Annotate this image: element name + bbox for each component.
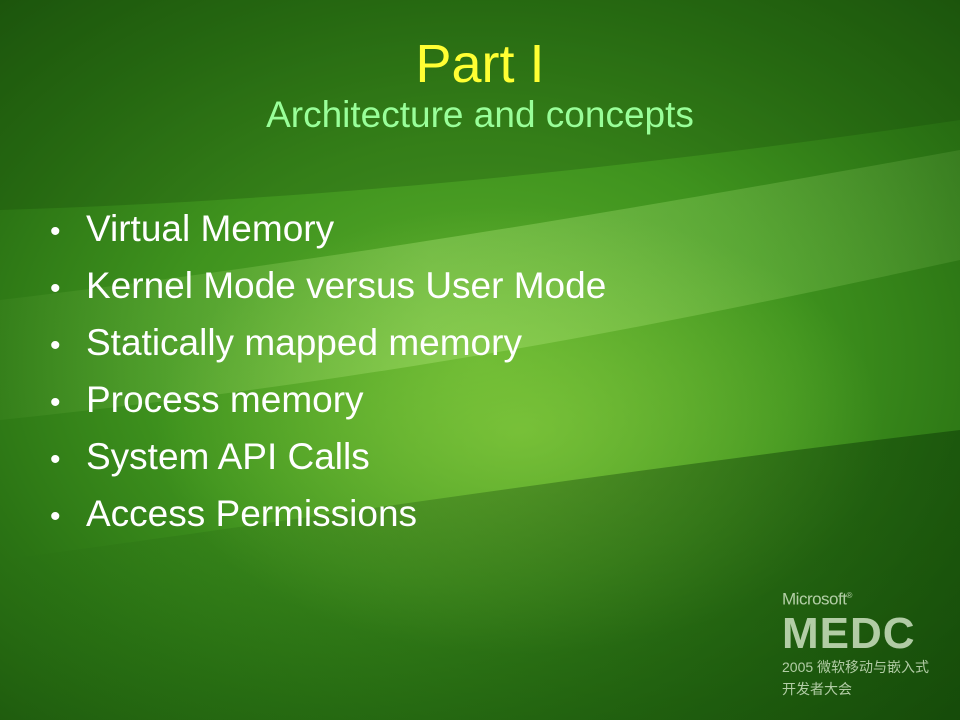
- bullet-item: • Kernel Mode versus User Mode: [50, 257, 606, 314]
- bullet-dot-icon: •: [50, 215, 61, 248]
- bullet-item: • Access Permissions: [50, 485, 606, 542]
- bullet-text: Access Permissions: [86, 493, 418, 534]
- logo-brand: Microsoft®: [782, 586, 952, 610]
- logo-line-2: 开发者大会: [782, 680, 852, 697]
- bullet-text: Statically mapped memory: [86, 322, 522, 363]
- bullet-text: Kernel Mode versus User Mode: [86, 265, 607, 306]
- swoosh-top-shade: [0, 0, 960, 210]
- bullet-text: Process memory: [86, 379, 364, 420]
- bullet-item: • System API Calls: [50, 428, 606, 485]
- bullet-list: • Virtual Memory • Kernel Mode versus Us…: [50, 200, 606, 542]
- slide-title: Part I: [415, 34, 545, 94]
- logo-name: MEDC: [782, 608, 916, 658]
- logo-line-1: 2005 微软移动与嵌入式: [782, 658, 930, 675]
- bullet-dot-icon: •: [50, 329, 61, 362]
- bullet-dot-icon: •: [50, 443, 61, 476]
- bullet-item: • Process memory: [50, 371, 606, 428]
- bullet-item: • Virtual Memory: [50, 200, 606, 257]
- slide-subtitle: Architecture and concepts: [266, 94, 694, 135]
- bullet-dot-icon: •: [50, 386, 61, 419]
- bullet-dot-icon: •: [50, 272, 61, 305]
- bullet-text: System API Calls: [86, 436, 370, 477]
- bullet-dot-icon: •: [50, 500, 61, 533]
- registered-mark: ®: [846, 591, 852, 600]
- swoosh-light: [0, 150, 960, 420]
- title-block: Part I Architecture and concepts: [0, 32, 960, 138]
- medc-logo: Microsoft® MEDC 2005 微软移动与嵌入式 开发者大会: [782, 586, 952, 700]
- bullet-item: • Statically mapped memory: [50, 314, 606, 371]
- bullet-text: Virtual Memory: [86, 208, 335, 249]
- logo-brand-text: Microsoft: [782, 589, 847, 609]
- swoosh-dark: [0, 430, 960, 720]
